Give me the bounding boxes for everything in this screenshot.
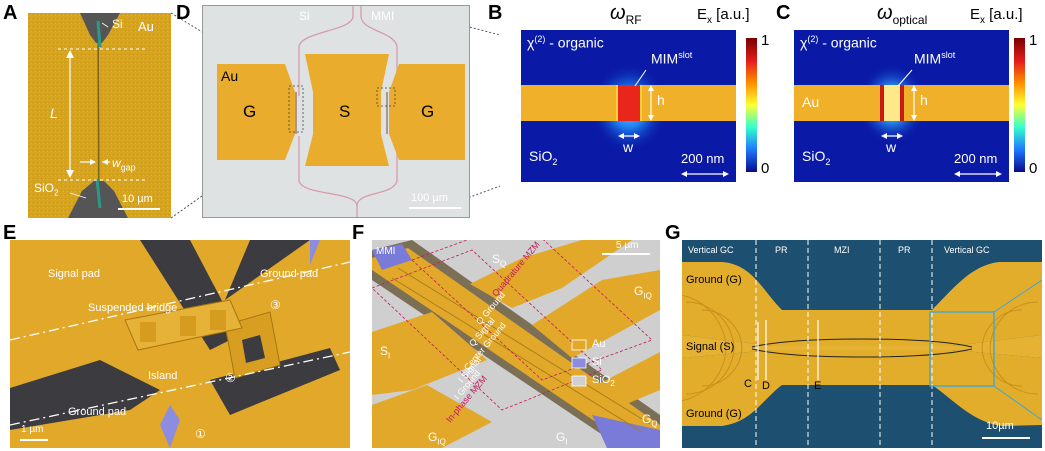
- panel-g-vgc-left-label: Vertical GC: [688, 245, 734, 255]
- panel-c-field-map: χ(2) - organic MIMslot Au h w SiO2 200 n…: [794, 30, 1009, 182]
- panel-g-marker-e: E: [814, 380, 822, 392]
- panel-a-si-label: Si: [112, 17, 123, 31]
- panel-g-vgc-right-label: Vertical GC: [944, 245, 990, 255]
- panel-d-ground-right-label: G: [421, 102, 435, 121]
- panel-label-d: D: [176, 2, 191, 24]
- panel-d-ground-left-label: G: [243, 102, 257, 121]
- panel-e-island-label: Island: [148, 370, 178, 382]
- panel-c-sio2-label: SiO2: [802, 148, 831, 167]
- panel-c-colorbar-min: 0: [1029, 160, 1038, 177]
- panel-b-omega-title: ωRF: [610, 2, 642, 27]
- panel-d-svg: [203, 6, 469, 217]
- panel-f-legend-si: Si: [592, 356, 602, 368]
- panel-d-scale-label: 100 µm: [411, 192, 448, 204]
- panel-f-svg: [372, 240, 660, 448]
- panel-b-h-label: h: [657, 92, 665, 108]
- panel-b-chi-label: χ(2) - organic: [527, 34, 604, 51]
- panel-f-giq-top-label: GIQ: [634, 284, 652, 301]
- panel-e-bridge-label: Suspended bridge: [88, 302, 178, 314]
- panel-a-micrograph: Si Au L wgap SiO2 10 µm: [28, 13, 171, 218]
- panel-d-mmi-label: MMI: [371, 9, 395, 23]
- panel-g-signal-label: Signal (S): [686, 341, 735, 353]
- panel-e-ground-pad-bottom-label: Ground pad: [68, 406, 127, 418]
- panel-e-ground-pad-top-label: Ground pad: [260, 268, 319, 280]
- panel-c-colorbar-max: 1: [1029, 32, 1038, 49]
- panel-b-colorbar: [746, 38, 757, 172]
- panel-label-c: C: [776, 2, 791, 24]
- panel-b-field-map: χ(2) - organic MIMslot h w SiO2 200 nm: [521, 30, 736, 182]
- panel-f-legend-au: Au: [592, 338, 606, 350]
- panel-b-sio2-label: SiO2: [529, 148, 558, 167]
- panel-f-si-label: SI: [380, 344, 391, 361]
- panel-f-mmi-label: MMI: [376, 246, 396, 257]
- panel-c-scale-label: 200 nm: [954, 151, 998, 166]
- panel-a-au-label: Au: [138, 19, 154, 34]
- panel-label-g: G: [665, 222, 681, 244]
- panel-f-gq-label: GQ: [642, 412, 658, 429]
- panel-g-ground-top-label: Ground (G): [686, 274, 742, 286]
- panel-b-colorbar-max: 1: [761, 32, 770, 49]
- panel-c-chi-label: χ(2) - organic: [800, 34, 877, 51]
- panel-c-colorbar: [1014, 38, 1025, 172]
- panel-f-legend-sio2: SiO2: [592, 374, 615, 389]
- panel-g-marker-c: C: [744, 378, 752, 390]
- panel-g-mzi-label: MZI: [834, 245, 850, 255]
- panel-f-sq-label: SQ: [492, 252, 507, 269]
- panel-label-e: E: [3, 222, 17, 244]
- panel-a-wgap-label: wgap: [112, 156, 136, 173]
- panel-b-mim-label: MIMslot: [651, 50, 693, 67]
- panel-a-sio2-label: SiO2: [34, 181, 59, 198]
- panel-g-pr-left-label: PR: [775, 245, 788, 255]
- panel-e-marker-2: ②: [225, 371, 236, 385]
- panel-g-svg: [682, 240, 1042, 448]
- panel-c-au-label: Au: [802, 94, 820, 110]
- panel-g-scale-label: 10µm: [986, 420, 1014, 432]
- panel-b-scale-label: 200 nm: [681, 151, 725, 166]
- panel-g-marker-d: D: [762, 380, 770, 392]
- panel-e-signal-pad-label: Signal pad: [48, 268, 100, 280]
- panel-e-scale-label: 1 µm: [21, 424, 44, 435]
- panel-label-f: F: [352, 222, 365, 244]
- panel-a-scale-label: 10 µm: [122, 193, 153, 205]
- panel-b-w-label: w: [623, 139, 634, 155]
- panel-f-gi-label: GI: [556, 430, 568, 447]
- panel-a-svg: [28, 13, 171, 218]
- panel-b-ex-unit: Ex [a.u.]: [697, 6, 750, 26]
- panel-c-h-label: h: [920, 92, 928, 108]
- panel-g-ground-bottom-label: Ground (G): [686, 408, 742, 420]
- panel-d-au-label: Au: [221, 68, 239, 84]
- panel-c-ex-unit: Ex [a.u.]: [970, 6, 1023, 26]
- panel-f-scale-label: 5 µm: [616, 240, 639, 251]
- panel-b-svg: [521, 30, 736, 182]
- panel-c-mim-label: MIMslot: [914, 50, 956, 67]
- panel-a-length-label: L: [50, 105, 58, 121]
- panel-f-giq-bottom-label: GIQ: [428, 430, 446, 447]
- panel-d-signal-label: S: [339, 102, 351, 121]
- panel-c-w-label: w: [886, 139, 897, 155]
- panel-c-svg: [794, 30, 1009, 182]
- panel-c-omega-title: ωoptical: [877, 2, 928, 27]
- panel-e-svg: [10, 240, 350, 448]
- panel-d-si-label: Si: [299, 9, 310, 23]
- panel-e-marker-1: ①: [195, 427, 206, 441]
- panel-d-micrograph: Si MMI Au G S G 100 µm: [202, 5, 470, 218]
- panel-e-marker-3: ③: [270, 298, 281, 312]
- panel-g-pr-right-label: PR: [898, 245, 911, 255]
- panel-b-colorbar-min: 0: [761, 160, 770, 177]
- panel-f-sem: MMI SQ 5 µm GIQ Quadrature MZM Q Ground …: [372, 240, 660, 448]
- panel-e-sem: Signal pad Ground pad Suspended bridge I…: [10, 240, 350, 448]
- panel-g-sem: Vertical GC PR MZI PR Vertical GC Ground…: [682, 240, 1042, 448]
- panel-label-a: A: [3, 2, 18, 24]
- panel-label-b: B: [488, 2, 503, 24]
